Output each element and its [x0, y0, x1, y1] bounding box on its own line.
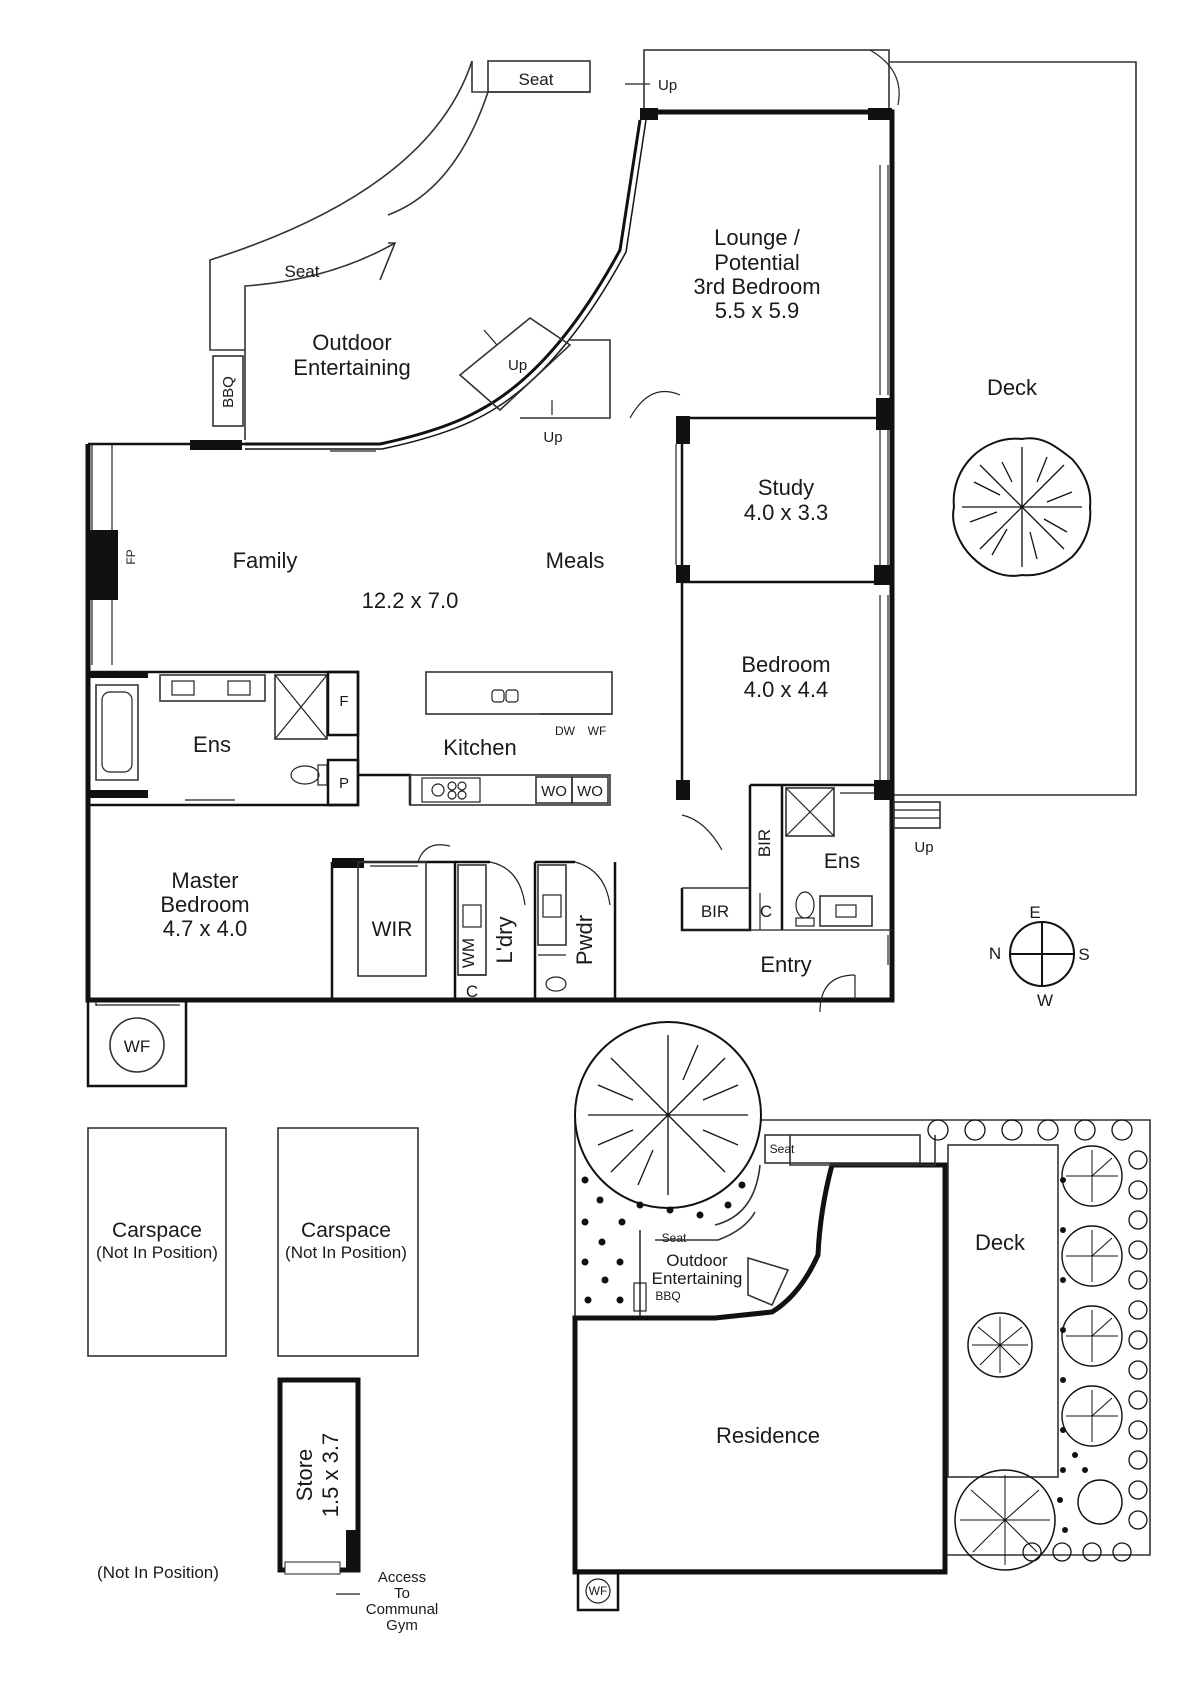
deck-label: Deck: [987, 375, 1038, 400]
main-building: FP Lounge / Potential 3rd Bedroom 5.5 x …: [85, 108, 941, 1088]
room-kitchen: F P DW WF WO WO Kitchen: [326, 670, 613, 807]
outdoor-title-2: Entertaining: [293, 355, 410, 380]
room-lounge: Lounge / Potential 3rd Bedroom 5.5 x 5.9: [629, 108, 892, 430]
carspace-2: [277, 1127, 419, 1357]
cupboard-c-label: C: [760, 902, 772, 921]
room-family-meals: Family Meals 12.2 x 7.0: [233, 548, 605, 613]
powder-label: Pwdr: [572, 915, 597, 965]
kitchen-label: Kitchen: [443, 735, 516, 760]
site-shrubs: [927, 1119, 1148, 1562]
seat-top-label: Seat: [519, 70, 554, 89]
room-bedroom-ensuite: Ens BIR BIR C Up: [680, 783, 941, 932]
up-diag-label: Up: [508, 357, 527, 374]
site-seat-mid: Seat: [662, 1231, 687, 1245]
family-size: 12.2 x 7.0: [362, 588, 459, 613]
study-size: 4.0 x 3.3: [744, 500, 828, 525]
parking-area: Carspace (Not In Position) Carspace (Not…: [87, 1127, 439, 1634]
site-deck-trees: [954, 1312, 1056, 1571]
master-size: 4.7 x 4.0: [163, 916, 247, 941]
laundry-label: L'dry: [492, 917, 517, 964]
room-entry: Entry: [760, 935, 889, 1013]
master-line-1: Master: [171, 868, 238, 893]
bbq-unit: [212, 355, 244, 427]
lounge-size: 5.5 x 5.9: [715, 298, 799, 323]
wall-oven-2: WO: [577, 783, 603, 800]
room-laundry: WM L'dry C: [455, 860, 537, 1001]
master-ensuite-label: Ens: [193, 732, 231, 757]
wm-label: WM: [459, 938, 478, 968]
carspace-2-title: Carspace: [301, 1219, 391, 1242]
compass-s: S: [1078, 945, 1089, 964]
lounge-line-3: 3rd Bedroom: [693, 274, 820, 299]
site-seat-top: Seat: [770, 1142, 795, 1156]
room-study: Study 4.0 x 3.3: [675, 416, 892, 585]
carspace-1-note: (Not In Position): [96, 1243, 218, 1262]
site-hedge-trees: [1061, 1145, 1123, 1525]
access-line-3: Communal: [366, 1601, 439, 1618]
room-wir: WIR: [330, 844, 457, 1000]
site-outdoor-1: Outdoor: [666, 1251, 728, 1270]
wf-box-label: WF: [124, 1037, 150, 1056]
deck-area: Deck: [890, 61, 1137, 796]
meals-label: Meals: [546, 548, 605, 573]
compass-n: N: [989, 944, 1001, 963]
room-master-bedroom: Master Bedroom 4.7 x 4.0: [86, 805, 250, 1006]
up-step-label: Up: [543, 429, 562, 446]
outdoor-title-1: Outdoor: [312, 330, 392, 355]
wf-label: WF: [588, 724, 607, 738]
site-wf-label: WF: [589, 1584, 608, 1598]
bir-vertical-label: BIR: [755, 829, 774, 857]
site-deck-label: Deck: [975, 1230, 1026, 1255]
fridge-label: F: [339, 693, 348, 710]
carspace-1-title: Carspace: [112, 1219, 202, 1242]
bir-horizontal-label: BIR: [701, 902, 729, 921]
deck-tree: [952, 437, 1092, 577]
entry-label: Entry: [760, 952, 811, 977]
store-size: 1.5 x 3.7: [318, 1433, 343, 1517]
carspace-1: [87, 1127, 227, 1357]
wall-oven-1: WO: [541, 783, 567, 800]
bed-ensuite-label: Ens: [824, 850, 860, 873]
bedroom-name: Bedroom: [741, 652, 830, 677]
carspace-2-note: (Not In Position): [285, 1243, 407, 1262]
bedroom-size: 4.0 x 4.4: [744, 677, 828, 702]
site-plan: Residence Seat Seat Outdoor Entertaining…: [572, 1021, 1151, 1612]
seat-left-label: Seat: [285, 262, 320, 281]
bbq-label: BBQ: [220, 376, 237, 408]
compass: E S W N: [989, 903, 1090, 1010]
site-big-tree: [574, 1021, 762, 1209]
not-in-position-label: (Not In Position): [97, 1563, 219, 1582]
wir-label: WIR: [372, 918, 413, 941]
site-garden-dots: [581, 1176, 1088, 1533]
dw-label: DW: [555, 724, 576, 738]
room-powder: Pwdr: [535, 860, 617, 1000]
outdoor-entertaining-area: Seat Seat BBQ Up Up Up Outdoor Entertain…: [209, 49, 900, 452]
room-bedroom: Bedroom 4.0 x 4.4: [676, 582, 892, 851]
wf-box: WF: [86, 998, 188, 1088]
lounge-line-1: Lounge /: [714, 225, 801, 250]
access-line-4: Gym: [386, 1617, 418, 1634]
compass-w: W: [1037, 991, 1053, 1010]
fireplace-label: FP: [124, 549, 138, 564]
store-name: Store: [292, 1449, 317, 1502]
access-line-1: Access: [378, 1569, 426, 1586]
seat-top-bench: [487, 60, 591, 93]
up-top-label: Up: [658, 77, 677, 94]
lounge-line-2: Potential: [714, 250, 800, 275]
residence-label: Residence: [716, 1423, 820, 1448]
laundry-cupboard-label: C: [466, 982, 478, 1001]
study-name: Study: [758, 475, 814, 500]
family-label: Family: [233, 548, 298, 573]
compass-e: E: [1029, 903, 1040, 922]
site-outdoor-2: Entertaining: [652, 1269, 743, 1288]
pantry-label: P: [339, 775, 349, 792]
master-line-2: Bedroom: [160, 892, 249, 917]
access-line-2: To: [394, 1585, 410, 1602]
deck-up-label: Up: [914, 839, 933, 856]
room-master-ensuite: Ens: [88, 670, 360, 807]
site-bbq: BBQ: [655, 1289, 680, 1303]
